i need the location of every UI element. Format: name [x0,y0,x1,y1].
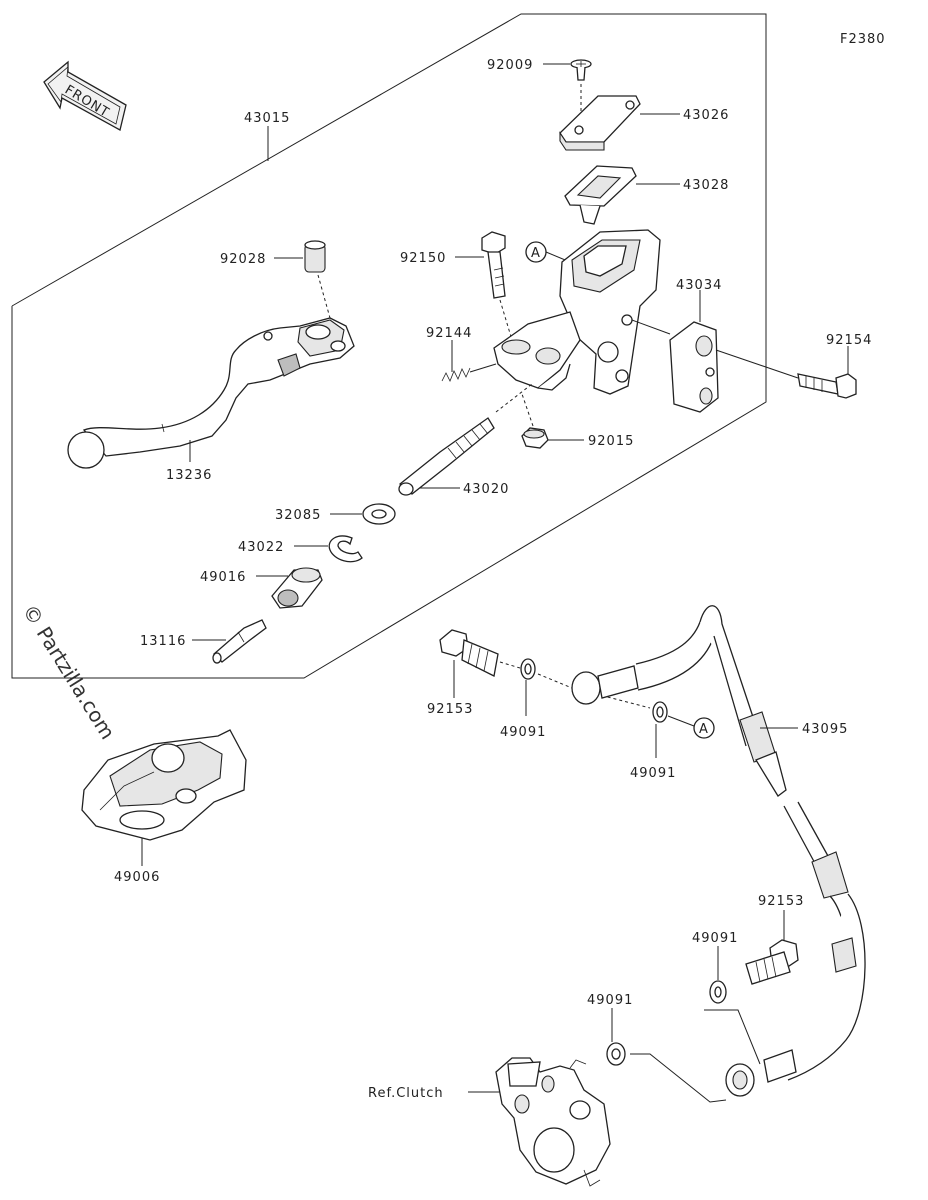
label-43020: 43020 [463,482,509,497]
label-92150: 92150 [400,251,446,266]
master-cylinder-body [493,229,661,395]
label-49091-lower-right: 49091 [692,931,738,946]
front-arrow-icon: FRONT [43,60,127,131]
label-43026: 43026 [683,108,729,123]
label-49091-lower-left: 49091 [587,993,633,1008]
svg-text:A: A [531,246,541,261]
label-92144: 92144 [426,326,472,341]
label-43034: 43034 [676,278,722,293]
label-49006: 49006 [114,870,160,885]
label-43015: 43015 [244,111,290,126]
label-32085: 32085 [275,508,321,523]
label-92015: 92015 [588,434,634,449]
push-rod-13116 [212,619,267,664]
assembly-outline [11,13,767,679]
svg-text:A: A [699,722,709,737]
clutch-slave-cylinder [495,1057,611,1187]
banjo-bolt-92153-upper [439,629,499,677]
spring-92144 [441,367,471,382]
callout-a-top: A [525,241,547,263]
diaphragm-43028 [564,165,637,225]
circlip-43022 [328,535,363,563]
label-92009: 92009 [487,58,533,73]
label-ref-clutch: Ref.Clutch [368,1086,444,1101]
label-43022: 43022 [238,540,284,555]
washer-32085 [362,503,396,525]
diagram-code: F2380 [840,32,886,47]
banjo-bolt-92153-lower [745,939,799,985]
label-43095: 43095 [802,722,848,737]
pivot-bolt-92150 [481,231,506,299]
reservoir-cap-43026 [559,95,641,151]
clamp-43034 [669,321,719,413]
callout-a-hose: A [693,717,715,739]
clutch-lever-13236 [67,317,355,469]
label-92153-upper: 92153 [427,702,473,717]
washer-49091-upper-left [520,658,536,680]
label-49091-upper-right: 49091 [630,766,676,781]
screw-92009 [570,59,592,81]
label-92153-lower: 92153 [758,894,804,909]
lever-cover-49006 [81,729,247,841]
bushing-92028 [304,240,326,273]
label-43028: 43028 [683,178,729,193]
boot-49016 [271,567,323,609]
label-92154: 92154 [826,333,872,348]
label-49016: 49016 [200,570,246,585]
nut-92015 [521,427,549,449]
label-92028: 92028 [220,252,266,267]
clutch-hose-43095 [571,605,866,1097]
piston-43020 [398,417,495,496]
washer-49091-lower-left [606,1042,626,1066]
label-49091-upper-left: 49091 [500,725,546,740]
washer-49091-upper-right [652,701,668,723]
label-13116: 13116 [140,634,186,649]
watermark: © Partzilla.com [18,600,120,744]
label-13236: 13236 [166,468,212,483]
bolt-92154 [797,373,857,399]
washer-49091-lower-right [709,980,727,1004]
